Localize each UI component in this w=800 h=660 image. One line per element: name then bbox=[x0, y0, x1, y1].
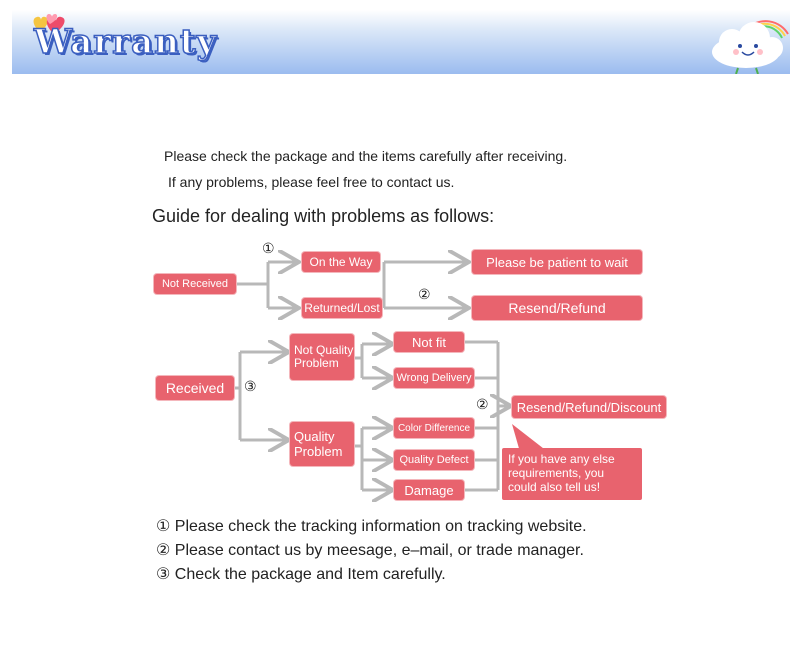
node-not-received: Not Received bbox=[154, 274, 236, 294]
header-banner: Warranty bbox=[12, 10, 790, 74]
node-not-fit: Not fit bbox=[394, 332, 464, 352]
intro-line-2: If any problems, please feel free to con… bbox=[168, 174, 455, 190]
node-returned-lost: Returned/Lost bbox=[302, 298, 382, 318]
node-not-quality-problem: Not Quality Problem bbox=[290, 334, 354, 380]
guide-title: Guide for dealing with problems as follo… bbox=[152, 206, 495, 226]
hearts-icon bbox=[33, 14, 65, 34]
node-quality-defect: Quality Defect bbox=[394, 450, 474, 470]
node-damage: Damage bbox=[394, 480, 464, 500]
intro-line-1: Please check the package and the items c… bbox=[164, 148, 568, 164]
speech-bubble: If you have any else requirements, you c… bbox=[502, 448, 642, 500]
page-title: Warranty bbox=[33, 21, 218, 63]
note-3: ③ Check the package and Item carefully. bbox=[156, 566, 446, 583]
node-resend-refund: Resend/Refund bbox=[472, 296, 642, 320]
marker-two-bottom: ② bbox=[476, 396, 489, 412]
node-please-wait: Please be patient to wait bbox=[472, 250, 642, 274]
marker-one: ① bbox=[262, 240, 275, 256]
node-received: Received bbox=[156, 376, 234, 400]
node-resend-refund-discount: Resend/Refund/Discount bbox=[512, 396, 666, 418]
node-wrong-delivery: Wrong Delivery bbox=[394, 368, 474, 388]
note-2: ② Please contact us by meesage, e–mail, … bbox=[156, 542, 584, 559]
node-color-difference: Color Difference bbox=[394, 418, 474, 438]
node-quality-problem: Quality Problem bbox=[290, 422, 354, 466]
marker-two-top: ② bbox=[418, 286, 431, 302]
node-on-the-way: On the Way bbox=[302, 252, 380, 272]
note-1: ① Please check the tracking information … bbox=[156, 518, 587, 535]
cloud-icon bbox=[712, 20, 789, 74]
marker-three: ③ bbox=[244, 378, 257, 394]
